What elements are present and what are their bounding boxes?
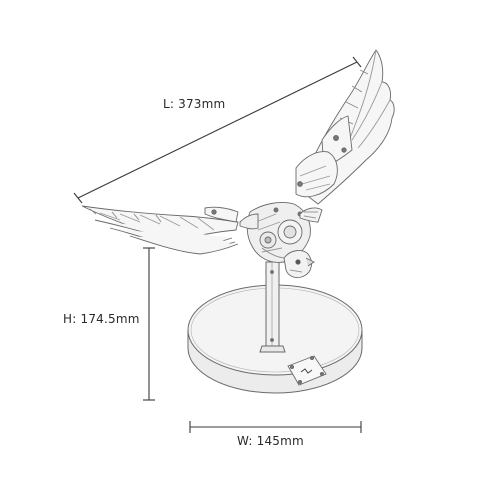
height-label: H: 174.5mm [63, 312, 140, 326]
name-plate [287, 355, 327, 386]
eagle-body [239, 201, 311, 263]
width-dimension-line [189, 421, 362, 433]
left-wing [81, 205, 239, 255]
stand-pole [259, 261, 286, 353]
width-label: W: 145mm [237, 434, 304, 448]
height-dimension-line [143, 247, 155, 401]
eagle-head [283, 250, 315, 279]
right-wing [295, 49, 395, 205]
length-label: L: 373mm [163, 97, 226, 111]
eagle-tail [299, 207, 323, 223]
length-dimension-line [73, 56, 362, 204]
